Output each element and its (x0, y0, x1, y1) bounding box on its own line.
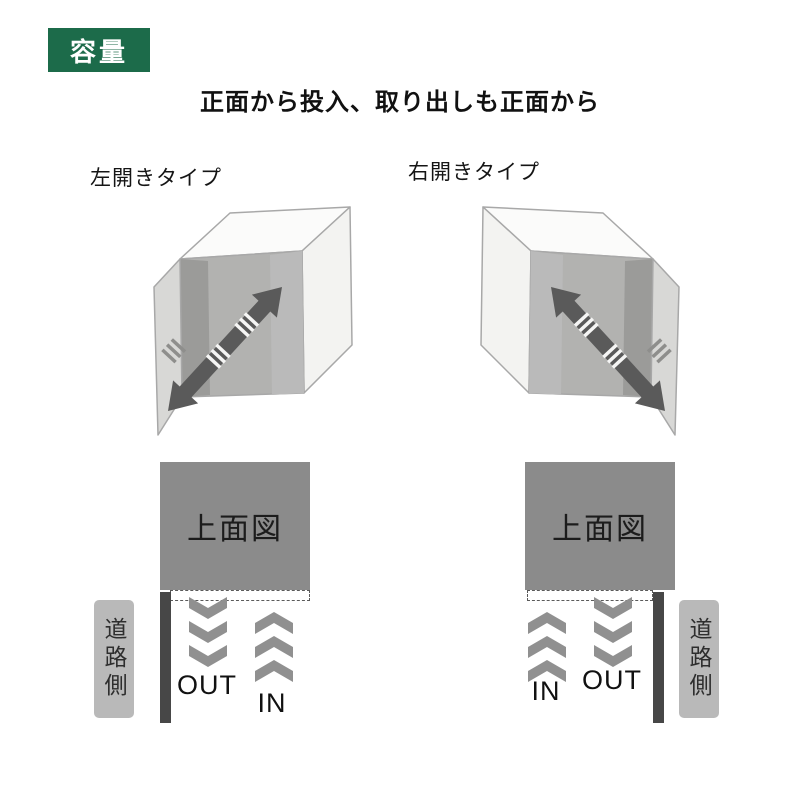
motion-stripes-icon (161, 338, 187, 364)
right-road-side-label: 道路側 (679, 600, 719, 718)
right-opening-dashed-outline (527, 590, 653, 601)
right-top-view-panel: 上面図 (525, 462, 675, 590)
right-open-door-bar (653, 592, 664, 723)
left-out-label: OUT (177, 670, 237, 700)
left-out-arrows-icon (189, 597, 227, 667)
in-out-double-arrow-icon (161, 287, 282, 411)
capacity-badge: 容量 (48, 28, 150, 72)
page-title: 正面から投入、取り出しも正面から (200, 89, 600, 116)
right-out-label: OUT (582, 665, 642, 695)
right-in-label: IN (531, 676, 561, 706)
left-road-side-label: 道路側 (94, 600, 134, 718)
right-out-arrows-icon (594, 597, 632, 667)
left-open-box-illustration (153, 206, 353, 436)
box-interior-light (529, 251, 563, 395)
right-open-box-illustration (480, 206, 680, 436)
top-view-label: 上面図 (552, 513, 648, 546)
top-view-label: 上面図 (187, 513, 283, 546)
left-open-door-bar (160, 592, 171, 723)
right-in-arrows-icon (528, 612, 566, 682)
right-open-type-label: 右開きタイプ (408, 161, 540, 184)
in-out-double-arrow-icon (551, 287, 672, 411)
motion-stripes-icon (646, 338, 672, 364)
left-top-view-panel: 上面図 (160, 462, 310, 590)
left-in-arrows-icon (255, 612, 293, 682)
left-open-type-label: 左開きタイプ (90, 167, 222, 190)
left-in-label: IN (257, 688, 287, 718)
box-interior-light (270, 251, 304, 395)
